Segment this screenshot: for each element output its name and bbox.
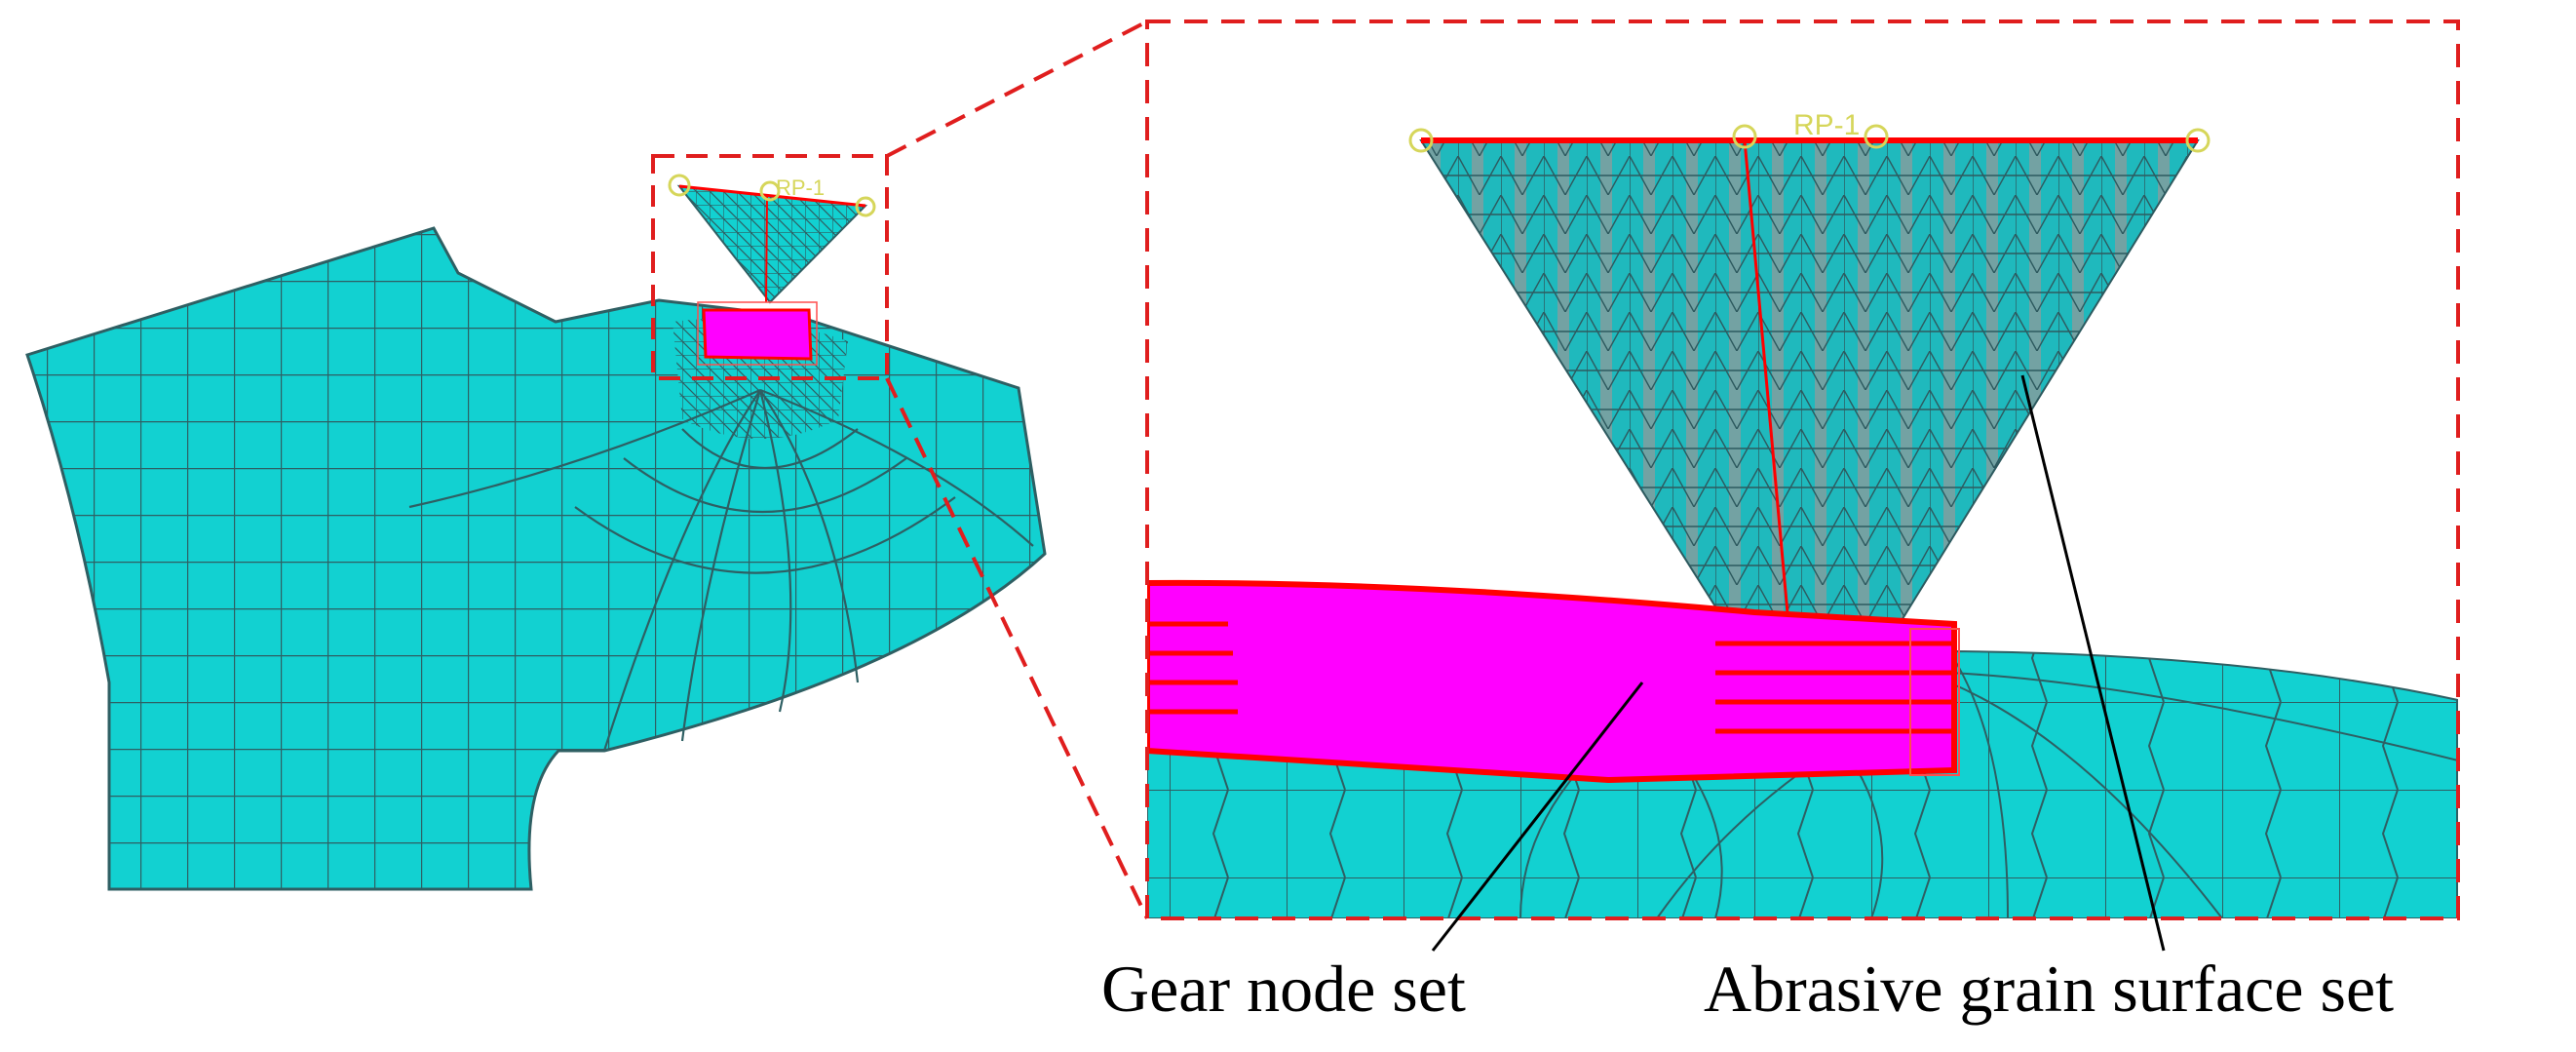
label-abrasive-surface-set: Abrasive grain surface set	[1704, 952, 2395, 1026]
abrasive-grain-small: RP-1	[668, 174, 876, 304]
gear-node-set-zoomed	[1147, 579, 1960, 784]
ref-point-label-zoomed: RP-1	[1793, 109, 1860, 141]
gear-tooth-mesh	[25, 226, 1047, 891]
zoom-connector-bottom	[885, 377, 1149, 919]
leader-gear-node-set	[1431, 682, 1644, 952]
zoomed-detail: RP-1	[1147, 21, 2458, 918]
gear-node-set-small	[697, 301, 818, 366]
ref-point-label: RP-1	[776, 175, 825, 200]
zoom-frame	[1145, 19, 2460, 920]
gear-surface-zoomed	[1147, 649, 2458, 918]
label-gear-node-set: Gear node set	[1101, 952, 1466, 1026]
zoom-connector-top	[886, 19, 1148, 158]
gear-tooth-body	[25, 226, 1047, 891]
detail-selection-box	[651, 154, 889, 380]
ref-point-marker	[668, 174, 691, 197]
leader-abrasive-surface	[2020, 374, 2166, 952]
